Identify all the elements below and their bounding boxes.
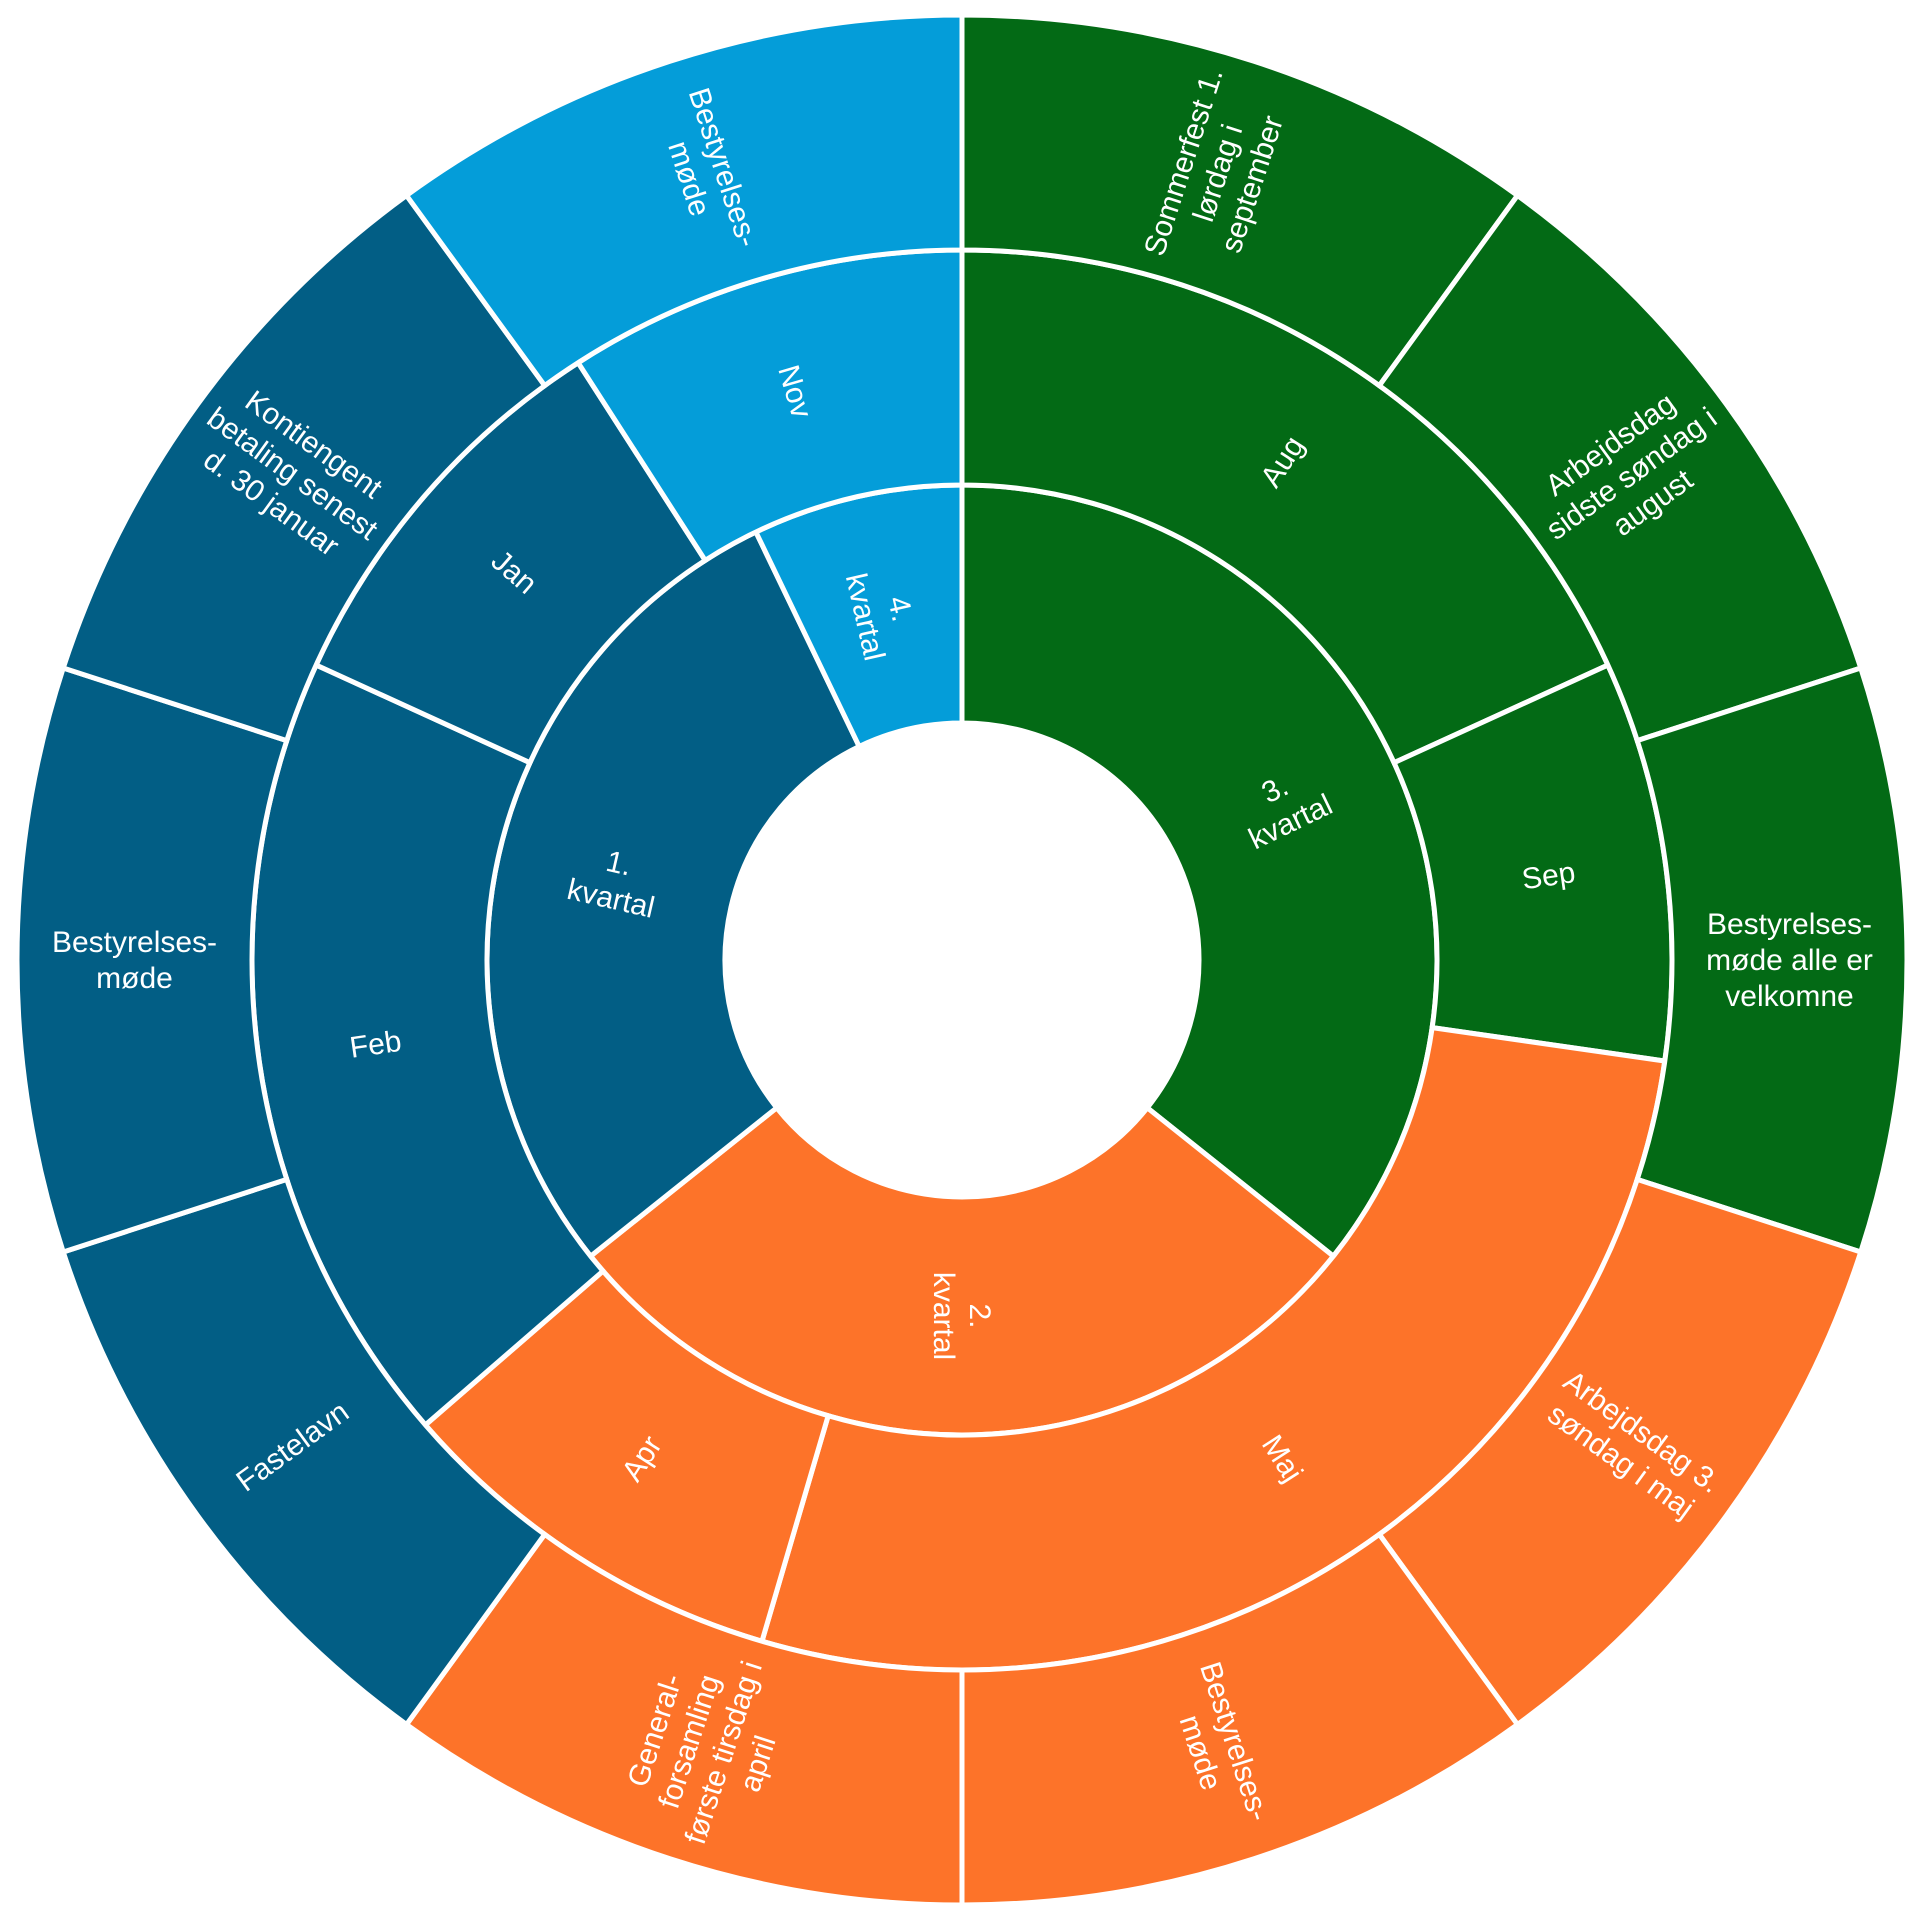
chart-segments — [14, 12, 1910, 1908]
segment-event-bestyrelses-mode — [14, 664, 290, 1256]
label-month-feb: Feb — [348, 1025, 404, 1065]
label-event-bestyrelses-mode: Bestyrelses-møde — [52, 926, 217, 995]
label-kvartal-2-kvartal: 2.kvartal — [927, 1272, 996, 1360]
label-month-sep: Sep — [1520, 856, 1578, 896]
label-event-general-forsamling-forste-tirsdag-i-april: General-forsamlingførste tirsdag iapril — [610, 1635, 803, 1859]
segment-event-bestyrelses-mode — [403, 12, 965, 390]
